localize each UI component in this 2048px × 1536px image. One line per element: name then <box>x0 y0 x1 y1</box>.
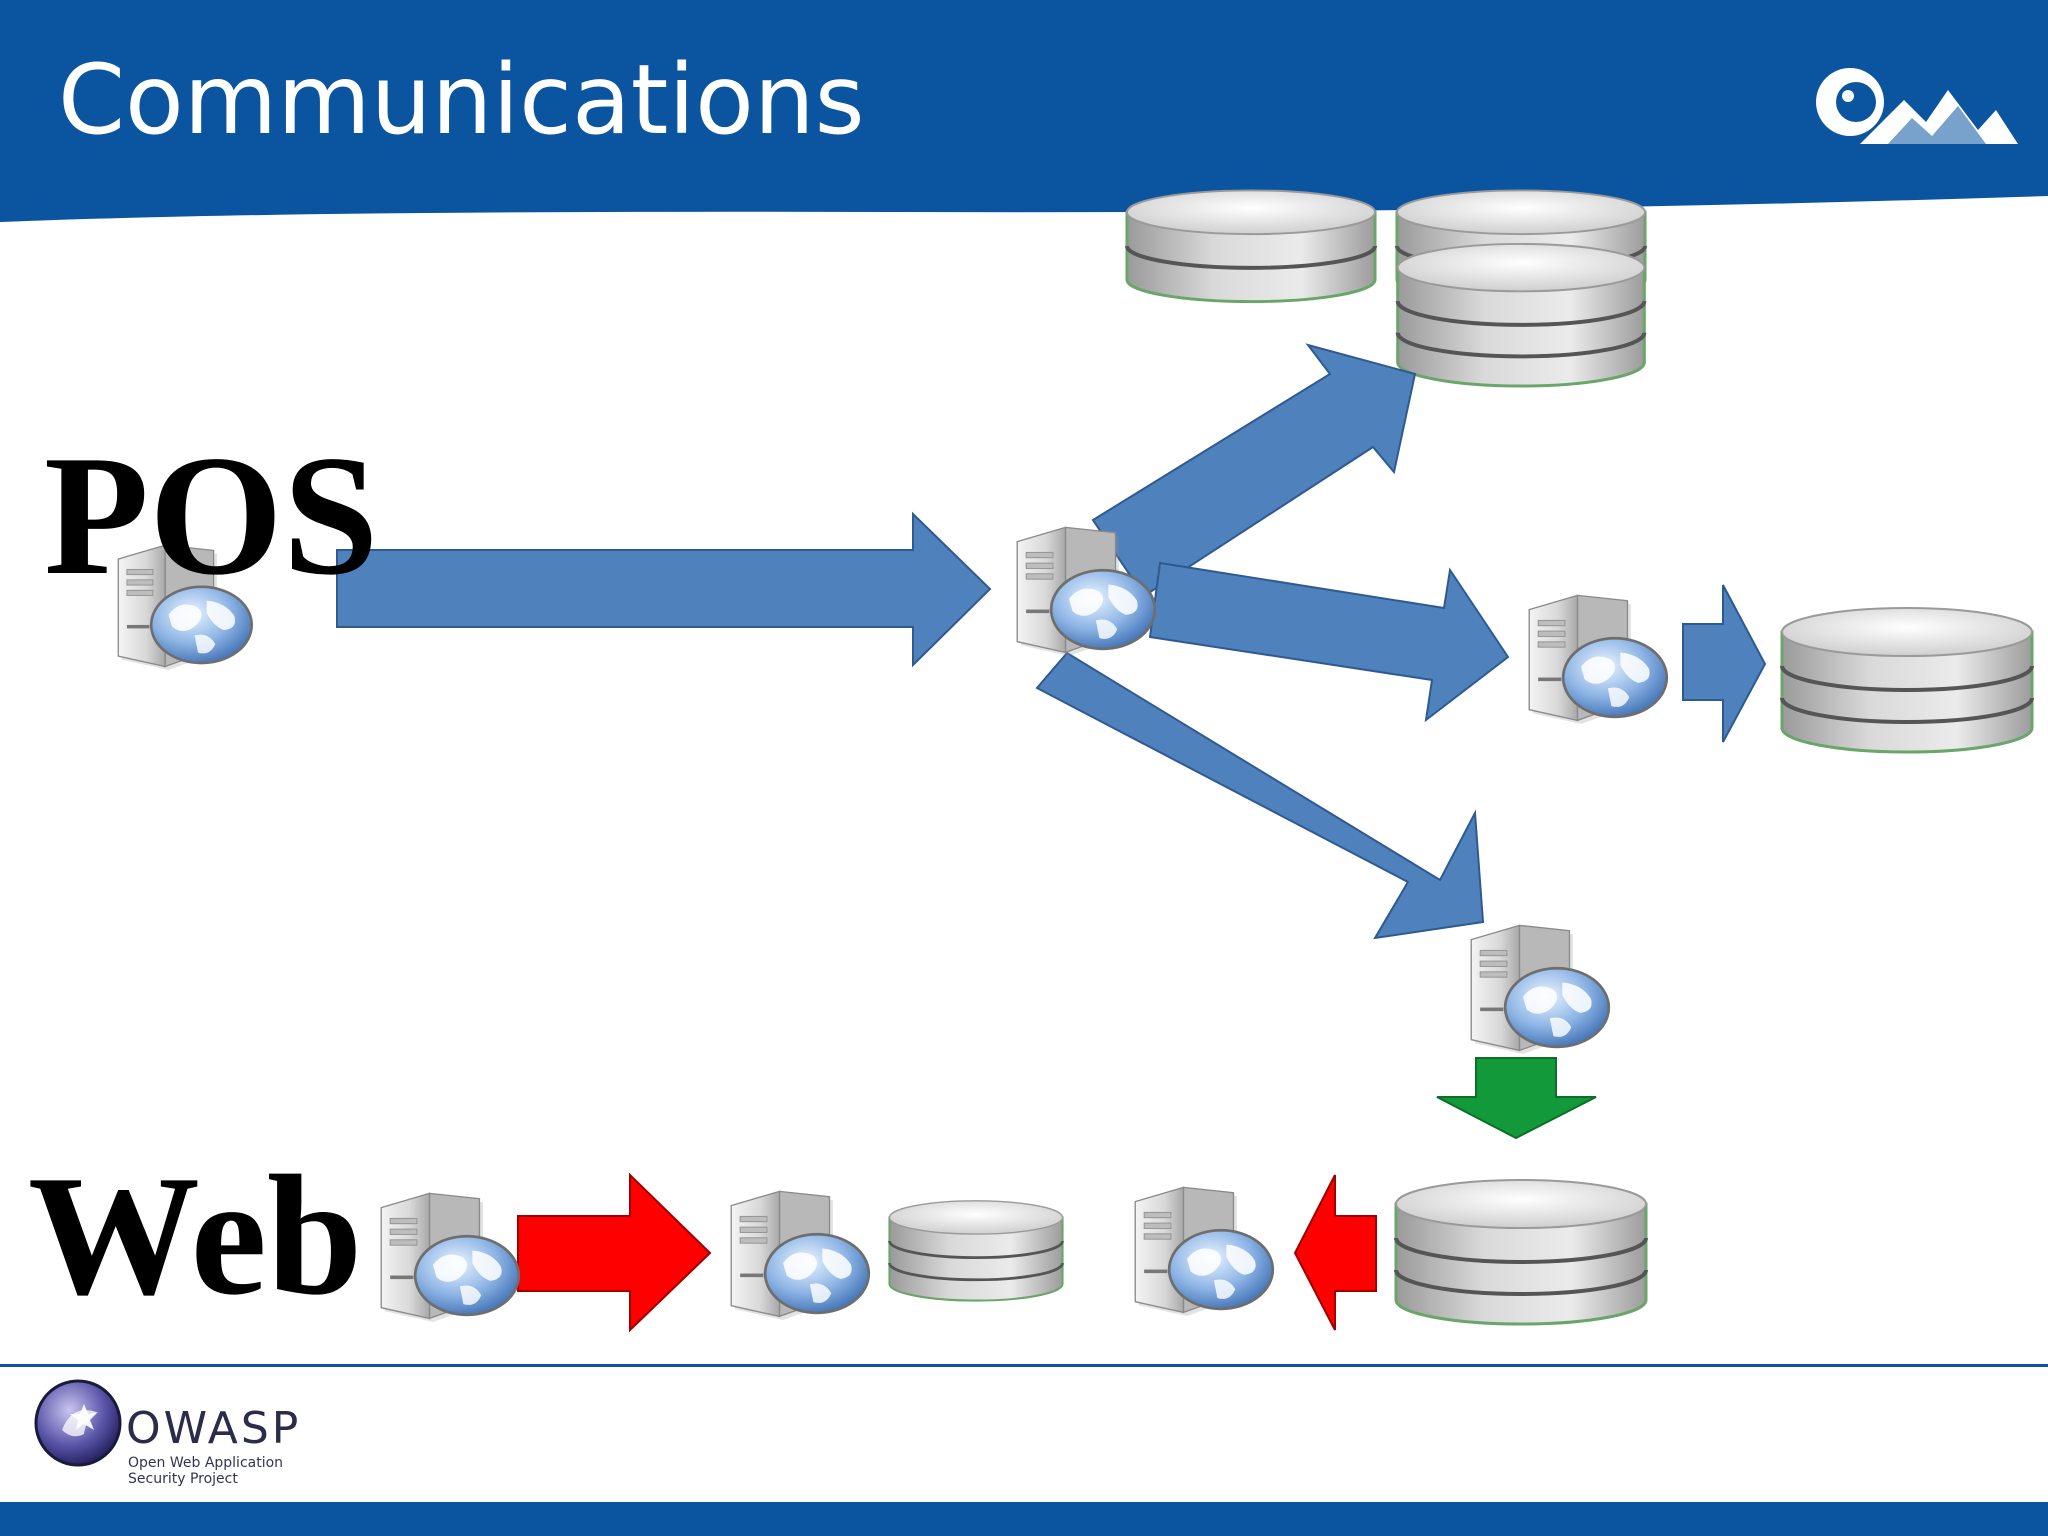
database-icon-web <box>887 1198 1065 1303</box>
arrow-down-green <box>1436 1057 1597 1140</box>
server-icon-lower <box>1469 923 1611 1054</box>
server-icon-middle <box>1527 593 1669 724</box>
footer-bar <box>0 1502 2048 1536</box>
arrow-middle-server-to-db <box>1682 584 1767 743</box>
slide-title: Communications <box>58 44 865 156</box>
owasp-tagline-line1: Open Web Application <box>128 1455 284 1471</box>
web-label: Web <box>28 1141 363 1331</box>
owasp-logo-icon <box>34 1379 122 1467</box>
owasp-wordmark: OWASP <box>126 1403 302 1454</box>
database-icon <box>1395 241 1647 388</box>
arrow-hub-to-db-cluster <box>1091 343 1417 598</box>
database-icon-web-right <box>1396 1180 1646 1324</box>
arrow-red-right <box>517 1172 712 1333</box>
arrow-hub-to-middle-server <box>1148 561 1510 723</box>
server-icon-web-1 <box>379 1191 521 1322</box>
footer-rule <box>0 1364 2048 1367</box>
header-logo <box>1808 60 2018 148</box>
database-icon-right <box>1782 608 2032 752</box>
arrow-red-left <box>1293 1174 1377 1331</box>
arrow-pos-to-hub <box>336 511 992 668</box>
arrow-hub-to-lower-server <box>1035 651 1485 940</box>
server-icon-web-2 <box>729 1189 871 1320</box>
owasp-tagline-line2: Security Project <box>128 1471 238 1487</box>
pos-label: POS <box>44 421 379 611</box>
database-icon <box>1127 190 1375 301</box>
header-band <box>0 0 2048 222</box>
server-icon-web-3 <box>1133 1185 1275 1316</box>
